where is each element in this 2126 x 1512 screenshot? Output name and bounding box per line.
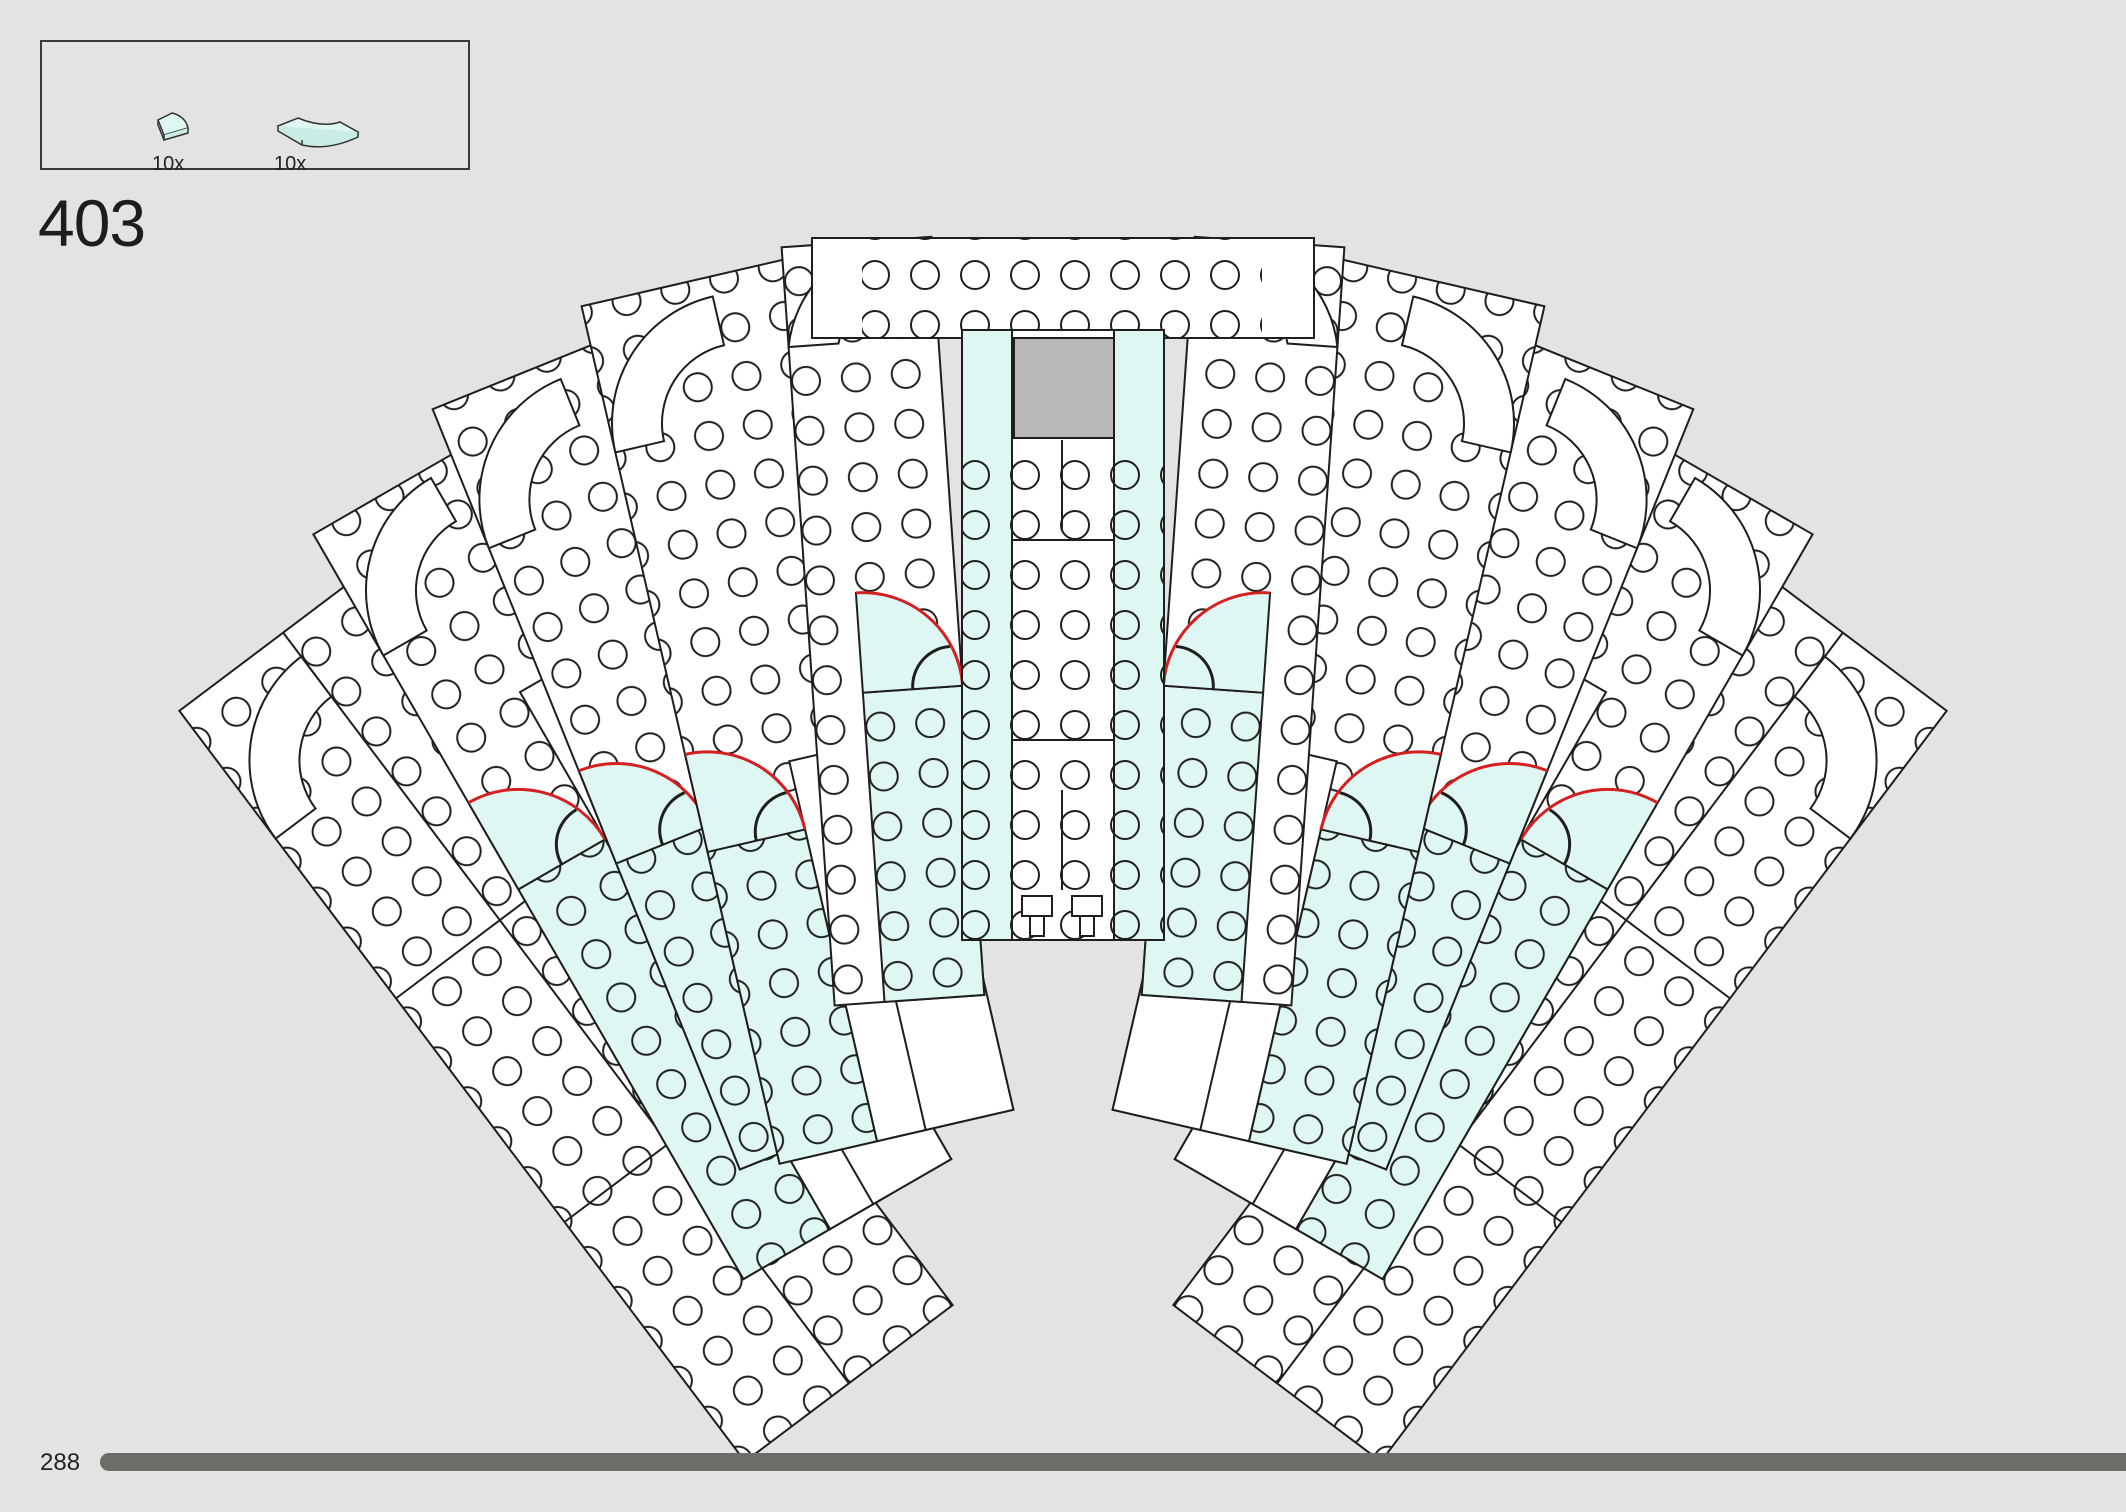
part-quantity: 10x bbox=[274, 153, 307, 175]
page-number: 288 bbox=[40, 1449, 81, 1476]
arm-fifth bbox=[780, 235, 986, 1007]
model-center-column bbox=[811, 237, 1315, 941]
quarter-round-tile-icon bbox=[157, 112, 189, 141]
progress-bar bbox=[100, 1453, 2126, 1471]
model-left-half bbox=[177, 235, 1015, 1463]
parts-callout: 10x 10x bbox=[40, 40, 470, 175]
gray-block bbox=[1013, 337, 1115, 439]
part-quarter-round-tile: 10x bbox=[152, 80, 252, 175]
part-quantity: 10x bbox=[152, 153, 185, 175]
macaroni-tile-icon bbox=[276, 117, 360, 148]
model-right-half bbox=[1111, 235, 1949, 1464]
part-macaroni-tile: 10x bbox=[274, 80, 374, 175]
step-number: 403 bbox=[38, 186, 146, 260]
